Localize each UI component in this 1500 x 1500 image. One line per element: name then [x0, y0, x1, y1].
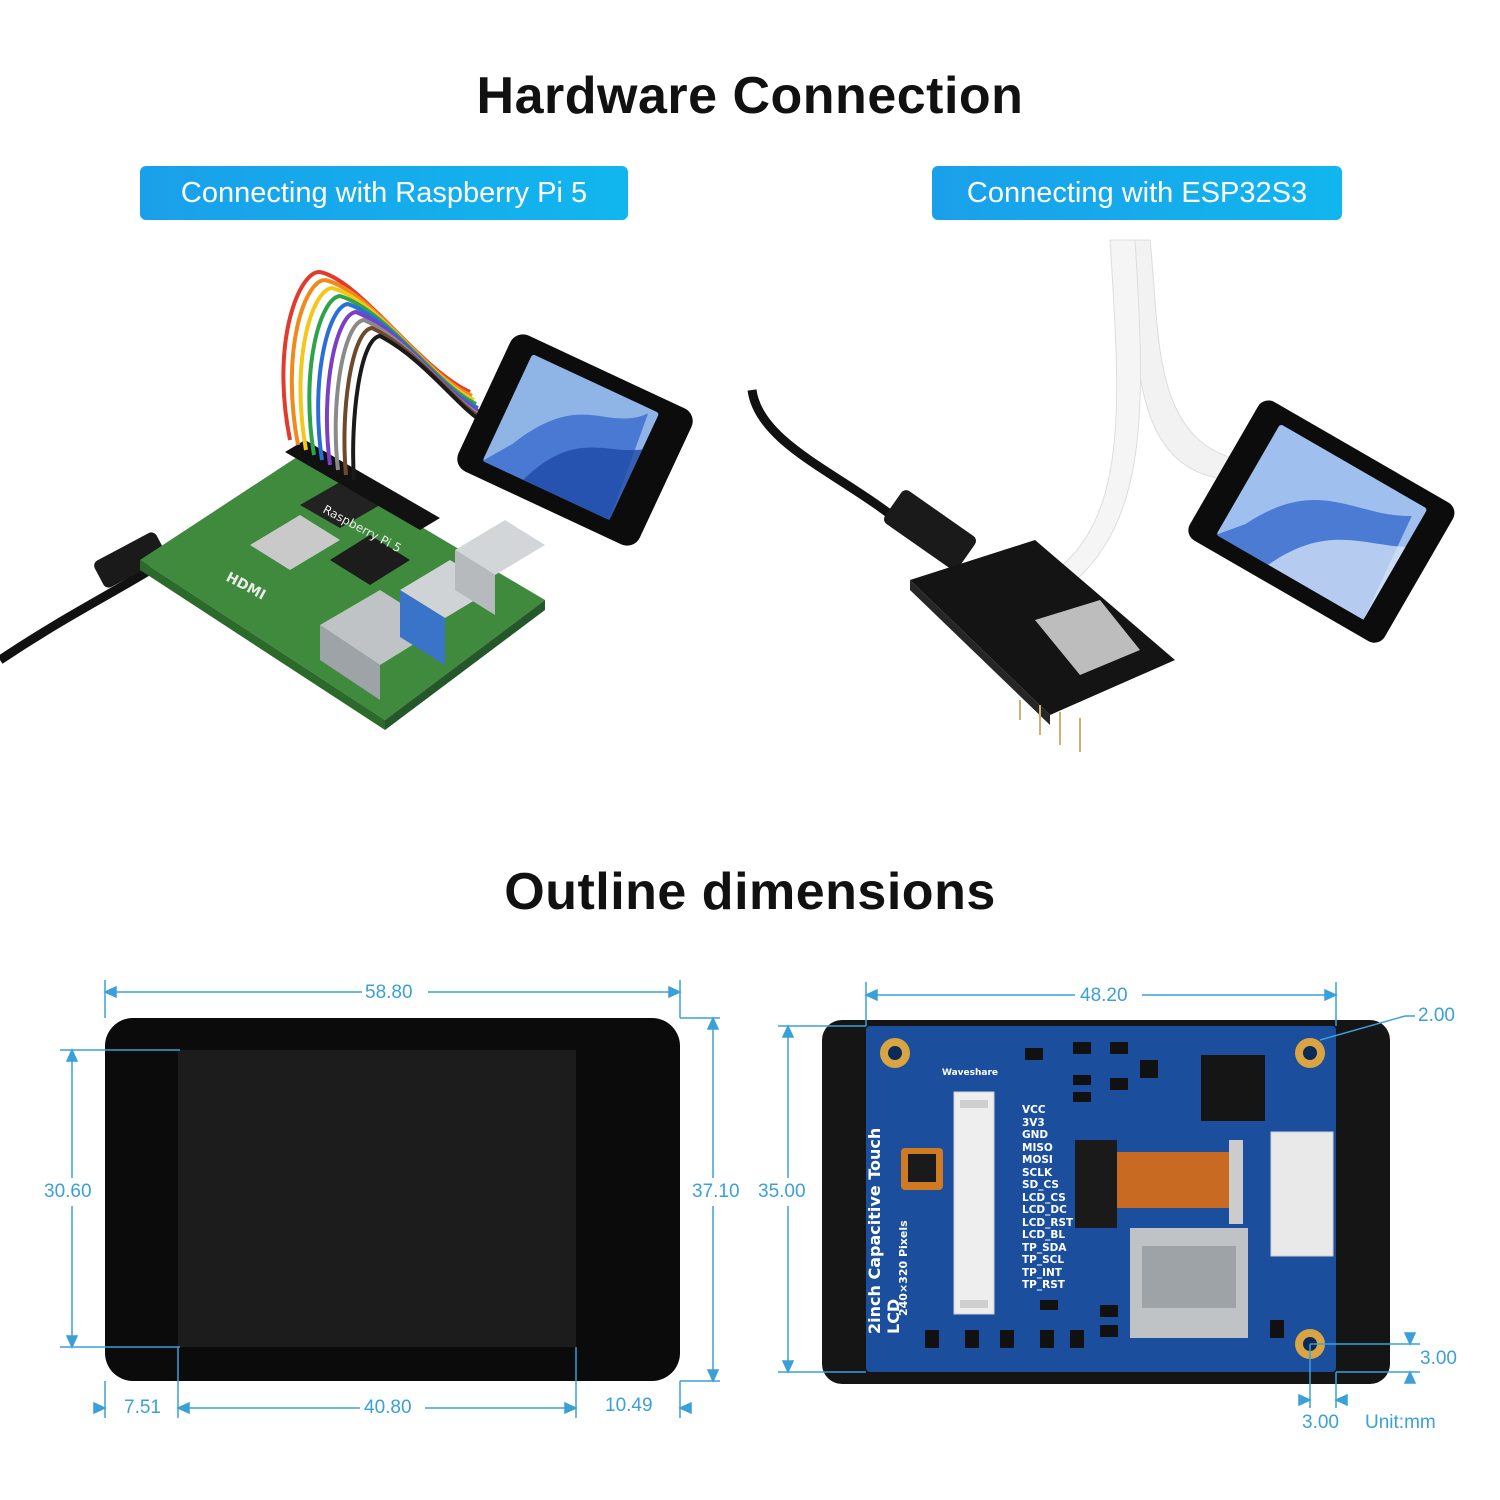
- dim-hole-offset-bottom: 3.00: [1420, 1348, 1457, 1369]
- dim-width: 58.80: [365, 982, 413, 1003]
- board-pixels-text: 240×320 Pixels: [897, 1220, 910, 1316]
- dim-right-margin: 10.49: [605, 1395, 653, 1416]
- pin-label: LCD_CS: [1022, 1191, 1066, 1204]
- pin-label: TP_RST: [1022, 1279, 1065, 1291]
- pin-label: TP_SDA: [1022, 1241, 1067, 1254]
- pin-label: SD_CS: [1022, 1179, 1059, 1191]
- outline-dimensions-title: Outline dimensions: [504, 863, 996, 921]
- pin-label: MISO: [1022, 1141, 1053, 1154]
- dim-board-width: 48.20: [1080, 985, 1128, 1006]
- lcd-active-area: [178, 1050, 576, 1347]
- pin-label: 3V3: [1022, 1116, 1045, 1129]
- pin-label: TP_INT: [1022, 1266, 1062, 1279]
- dim-height: 37.10: [692, 1181, 740, 1202]
- pin-label: TP_SCL: [1022, 1254, 1065, 1266]
- pin-label: SCLK: [1022, 1166, 1053, 1179]
- pin-label: LCD_BL: [1022, 1229, 1066, 1241]
- pin-label: LCD_DC: [1022, 1204, 1067, 1216]
- raspberry-pi-label: Connecting with Raspberry Pi 5: [140, 166, 628, 220]
- dim-left-margin: 7.51: [124, 1397, 161, 1418]
- dim-screen-width: 40.80: [364, 1397, 412, 1418]
- pin-label: VCC: [1022, 1104, 1046, 1116]
- dim-screen-height: 30.60: [44, 1181, 92, 1202]
- board-brand-text: Waveshare: [942, 1068, 999, 1078]
- dim-board-height: 35.00: [758, 1181, 806, 1202]
- dim-hole-offset-side: 3.00: [1302, 1412, 1339, 1433]
- dim-hole-offset-top: 2.00: [1418, 1005, 1455, 1026]
- pin-label: MOSI: [1022, 1154, 1053, 1166]
- hardware-connection-title: Hardware Connection: [476, 67, 1024, 125]
- pin-labels: VCC 3V3 GND MISO MOSI SCLK SD_CS LCD_CS …: [1022, 1104, 1073, 1292]
- pin-label: GND: [1022, 1129, 1049, 1141]
- unit-label: Unit:mm: [1365, 1412, 1436, 1433]
- pin-label: LCD_RST: [1022, 1216, 1074, 1229]
- esp32s3-label: Connecting with ESP32S3: [932, 166, 1342, 220]
- mounting-holes: [880, 1038, 1325, 1359]
